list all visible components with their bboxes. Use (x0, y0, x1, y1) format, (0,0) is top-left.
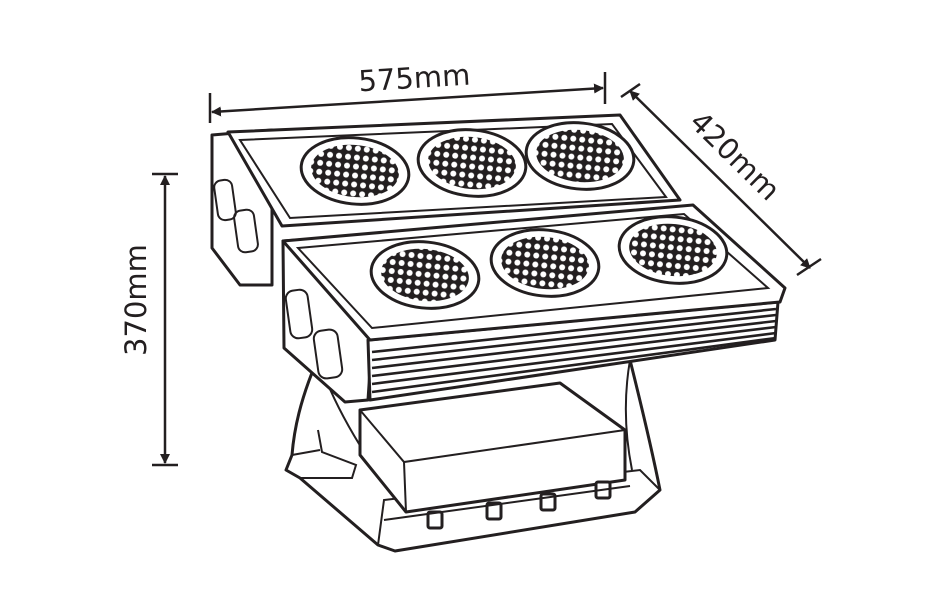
back-panel-lenses (299, 121, 636, 206)
lens-back-3 (524, 121, 636, 191)
width-dimension: 575mm (208, 58, 607, 123)
back-light-panel (210, 113, 682, 287)
lens-back-1 (299, 136, 411, 206)
driver-box (358, 381, 627, 514)
lens-front-3 (617, 215, 729, 285)
height-dimension: 370mm (119, 172, 178, 467)
front-panel-lenses (369, 215, 729, 310)
width-dimension-arrow (211, 83, 604, 117)
depth-dimension-arrow (629, 90, 811, 269)
lens-back-2 (416, 128, 528, 198)
fin-lines (371, 307, 777, 394)
depth-label: 420mm (683, 105, 787, 208)
flood-light-fixture (210, 113, 787, 553)
front-light-panel (281, 203, 787, 404)
width-label: 575mm (358, 58, 472, 99)
height-label: 370mm (119, 244, 153, 356)
base-stand (284, 356, 662, 553)
lens-front-1 (369, 240, 481, 310)
lens-front-2 (489, 228, 601, 298)
